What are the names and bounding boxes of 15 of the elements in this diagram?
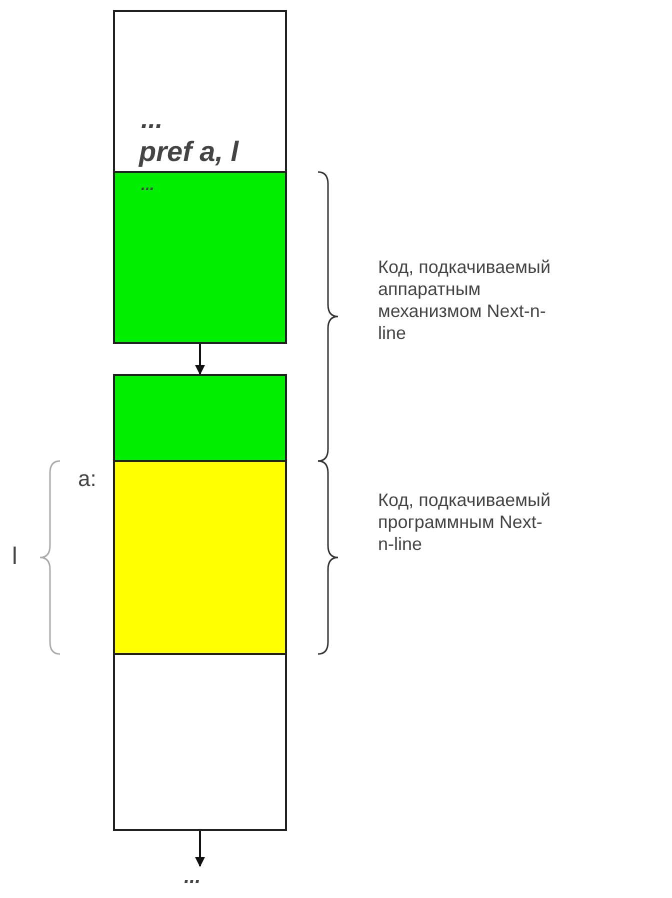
arrow <box>195 831 205 867</box>
length-label: l <box>12 543 18 571</box>
brace-annotation: Код, подкачиваемый программным Next-n-line <box>378 489 552 555</box>
block-text: pref a, l <box>139 136 239 168</box>
brace-annotation: Код, подкачиваемый аппаратным механизмом Next-n-line <box>378 256 552 344</box>
memory-block <box>113 374 287 462</box>
memory-block <box>113 171 287 344</box>
address-label: a: <box>78 466 98 492</box>
memory-block <box>113 10 287 173</box>
block-text: ... <box>184 866 201 889</box>
block-text: ... <box>141 177 154 195</box>
arrow <box>195 344 205 375</box>
block-text: ... <box>141 104 163 135</box>
memory-block <box>113 460 287 655</box>
memory-block <box>113 653 287 831</box>
